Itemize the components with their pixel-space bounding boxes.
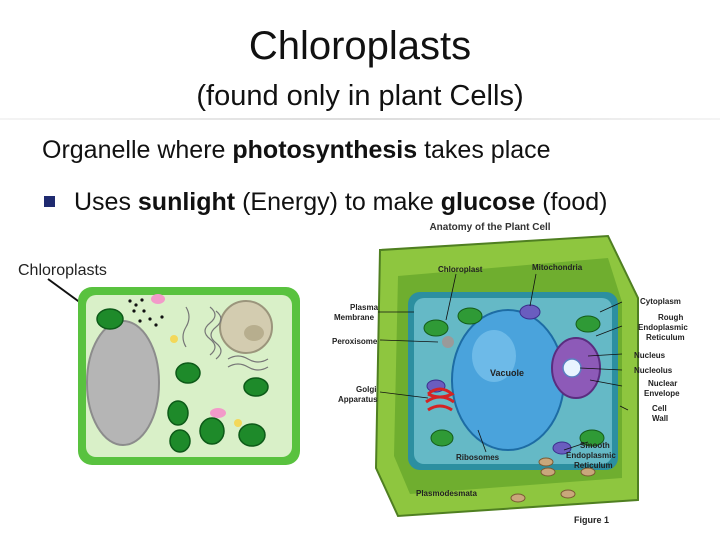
anatomy-title: Anatomy of the Plant Cell [429,222,550,233]
nucleus [220,301,272,353]
label-mitochondria: Mitochondria [532,263,583,272]
label-vacuole: Vacuole [490,368,524,378]
label-wall-2: Wall [652,414,668,423]
label-nucleus: Nucleus [634,351,666,360]
vacuole [87,321,159,445]
bullet-square-icon [44,196,55,207]
label-cytoplasm: Cytoplasm [640,297,681,306]
bullet-line: Uses sunlight (Energy) to make glucose (… [74,186,608,218]
figure-caption: Figure 1 [574,515,609,525]
statement-line: Organelle where photosynthesis takes pla… [42,134,551,166]
label-envelope-2: Envelope [644,389,680,398]
label-plasma-2: Membrane [334,313,375,322]
statement-text-2: takes place [417,136,550,164]
bullet-text-3: (food) [535,188,607,216]
bullet-bold-sunlight: sunlight [138,188,235,216]
bullet-text-2: (Energy) to make [235,188,441,216]
left-figure-label: Chloroplasts [18,262,107,279]
label-golgi-1: Golgi [356,385,376,394]
pink-vesicle [151,294,165,304]
label-smooth-3: Reticulum [574,461,613,470]
label-rough-1: Rough [658,313,683,322]
bullet-bold-glucose: glucose [441,188,535,216]
label-plasmodesmata: Plasmodesmata [416,489,477,498]
label-chloroplast: Chloroplast [438,265,483,274]
slide-subtitle: (found only in plant Cells) [0,78,720,114]
bullet-text-1: Uses [74,188,138,216]
label-rough-3: Reticulum [646,333,685,342]
statement-bold-term: photosynthesis [232,136,417,164]
label-plasma-1: Plasma [350,303,379,312]
label-ribosomes: Ribosomes [456,453,500,462]
label-peroxisome: Peroxisome [332,337,378,346]
label-golgi-2: Apparatus [338,395,378,404]
label-wall-1: Cell [652,404,667,413]
label-nucleolus: Nucleolus [634,366,673,375]
plant-cell-anatomy-figure: Anatomy of the Plant Cell [318,216,718,536]
statement-text-1: Organelle where [42,136,232,164]
label-rough-2: Endoplasmic [638,323,688,332]
title-divider [0,118,720,120]
central-vacuole [452,310,564,450]
label-smooth-1: Smooth [580,441,610,450]
chloroplast-cell-figure: Chloroplasts [10,255,310,470]
label-envelope-1: Nuclear [648,379,677,388]
slide-title: Chloroplasts [0,22,720,70]
label-smooth-2: Endoplasmic [566,451,616,460]
